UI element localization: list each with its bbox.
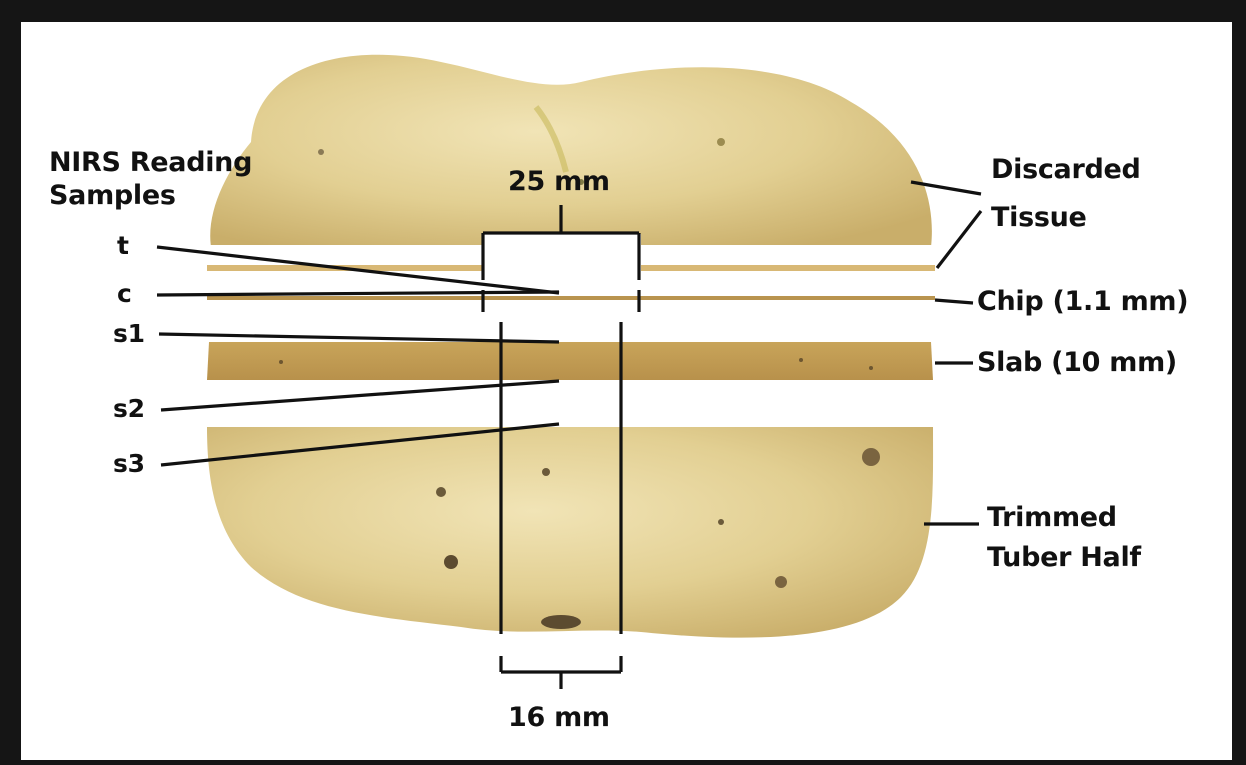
chip-strip [207, 296, 935, 300]
callout-trimmed-line-1: Trimmed [987, 502, 1117, 534]
callout-trimmed-line-2: Tuber Half [987, 542, 1141, 574]
callout-discarded-line-1: Discarded [991, 154, 1141, 186]
sampling-window-upper [483, 234, 641, 274]
title-line-2: Samples [49, 180, 176, 212]
slab [207, 342, 933, 380]
title-line-1: NIRS Reading [49, 147, 252, 179]
dimension-25mm: 25 mm [508, 166, 610, 198]
dimension-16mm: 16 mm [508, 702, 610, 734]
sample-label-s2: s2 [113, 393, 145, 425]
diagram-panel: NIRS Reading Samples t c s1 s2 s3 25 mm … [21, 22, 1232, 760]
sample-label-s3: s3 [113, 448, 145, 480]
sample-label-t: t [117, 230, 129, 262]
sample-label-s1: s1 [113, 318, 145, 350]
sample-label-c: c [117, 278, 132, 310]
callout-chip: Chip (1.1 mm) [977, 286, 1188, 318]
callout-discarded-line-2: Tissue [991, 202, 1087, 234]
callout-slab: Slab (10 mm) [977, 347, 1177, 379]
potato-top-portion [210, 55, 932, 247]
trimmed-tuber-half [207, 427, 933, 638]
potato-illustration [21, 22, 1232, 760]
